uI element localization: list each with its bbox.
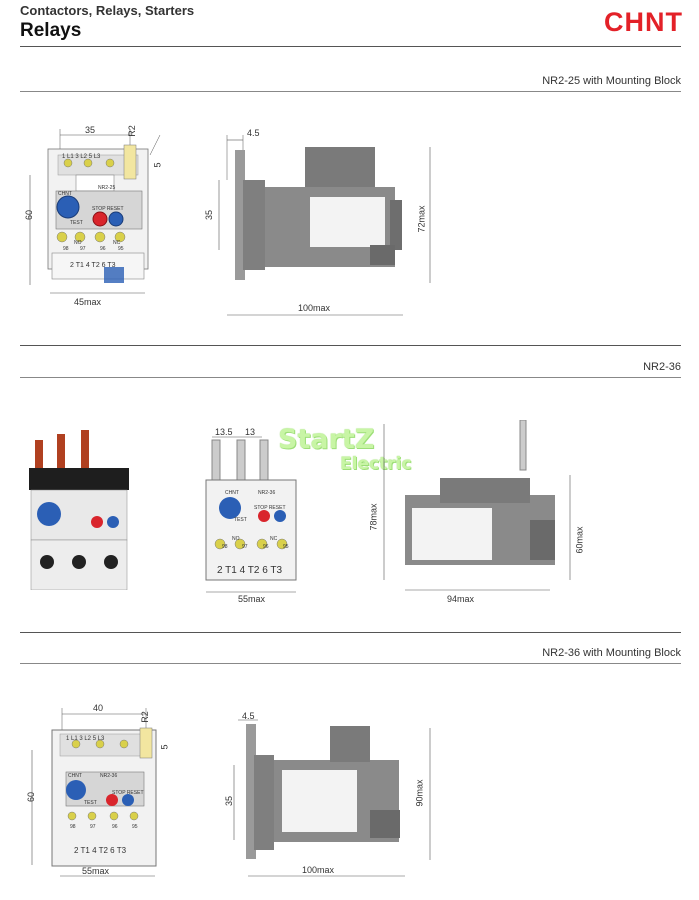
brand-logo: CHNT bbox=[604, 7, 683, 37]
dim-side-gap: 4.5 bbox=[247, 128, 260, 138]
watermark-line1: StartZ bbox=[278, 424, 375, 455]
terminal-97: 97 bbox=[242, 544, 248, 550]
section-divider bbox=[20, 377, 681, 378]
stop-reset-label: STOP RESET bbox=[112, 790, 144, 796]
stop-reset-label: STOP RESET bbox=[92, 206, 124, 212]
dim-width-top: 35 bbox=[85, 125, 96, 135]
header-divider bbox=[20, 46, 681, 47]
section-label-nr2-36: NR2-36 bbox=[643, 361, 681, 373]
stop-reset-label: STOP RESET bbox=[254, 505, 286, 511]
terminal-96: 96 bbox=[112, 824, 118, 830]
dim-side-max-height: 72max bbox=[416, 205, 427, 233]
terminal-97: 97 bbox=[80, 246, 86, 252]
dim-side-height: 35 bbox=[224, 795, 235, 807]
dim-offset: 5 bbox=[159, 744, 170, 750]
dim-side-width: 100max bbox=[298, 303, 331, 313]
nr2-25-front-drawing bbox=[29, 129, 161, 294]
dim-width-top: 40 bbox=[93, 703, 104, 713]
dim-width-bottom: 55max bbox=[82, 866, 110, 876]
terminal-96: 96 bbox=[100, 246, 106, 252]
relay-brand-label: CHNT bbox=[58, 191, 72, 197]
relay-brand-label: CHNT bbox=[68, 773, 82, 779]
test-label: TEST bbox=[84, 800, 97, 806]
dim-side-width: 94max bbox=[447, 594, 475, 604]
terminal-95: 95 bbox=[283, 544, 289, 550]
dim-width-front: 55max bbox=[238, 594, 266, 604]
dim-side-width: 100max bbox=[302, 865, 335, 875]
dim-radius: R2 bbox=[126, 125, 137, 137]
nc-label: NC bbox=[270, 536, 278, 542]
section-divider bbox=[20, 663, 681, 664]
terminal-97: 97 bbox=[90, 824, 96, 830]
section-divider bbox=[20, 91, 681, 92]
bottom-terminals-label: 2 T1 4 T2 6 T3 bbox=[217, 565, 283, 576]
dim-height-left: 60 bbox=[26, 791, 37, 803]
dim-side-gap: 4.5 bbox=[242, 711, 255, 721]
top-terminals-label: 1 L1 3 L2 5 L3 bbox=[66, 736, 105, 742]
terminal-98: 98 bbox=[70, 824, 76, 830]
test-label: TEST bbox=[70, 220, 83, 226]
no-label: NO bbox=[74, 240, 82, 246]
bottom-terminals-label: 2 T1 4 T2 6 T3 bbox=[74, 846, 127, 855]
relay-model-label: NR2-36 bbox=[258, 490, 276, 496]
page-title: Relays bbox=[20, 20, 82, 41]
dim-height-left: 60 bbox=[24, 209, 35, 221]
section-divider bbox=[20, 632, 681, 633]
nr2-25-side-drawing bbox=[218, 135, 431, 316]
relay-model-label: NR2-36 bbox=[100, 773, 118, 779]
bottom-terminals-label: 2 T1 4 T2 6 T3 bbox=[70, 262, 116, 269]
dim-width-bottom: 45max bbox=[74, 297, 102, 307]
terminal-96: 96 bbox=[263, 544, 269, 550]
dim-gap2: 13 bbox=[245, 427, 256, 437]
category-label: Contactors, Relays, Starters bbox=[20, 3, 195, 18]
dim-gap1: 13.5 bbox=[215, 427, 233, 437]
dim-side-max-height: 90max bbox=[414, 779, 425, 807]
nr2-36-block-front-drawing bbox=[31, 708, 157, 877]
dim-side-height: 35 bbox=[204, 209, 215, 221]
dim-height-side: 78max bbox=[368, 503, 379, 531]
nr2-36-front-drawing bbox=[205, 436, 297, 593]
section-label-nr2-25-block: NR2-25 with Mounting Block bbox=[542, 75, 681, 87]
section-label-nr2-36-block: NR2-36 with Mounting Block bbox=[542, 647, 681, 659]
section-divider bbox=[20, 345, 681, 346]
terminal-98: 98 bbox=[63, 246, 69, 252]
relay-model-label: NR2-25 bbox=[98, 185, 116, 191]
relay-brand-label: CHNT bbox=[225, 490, 239, 496]
no-label: NO bbox=[232, 536, 240, 542]
terminal-95: 95 bbox=[132, 824, 138, 830]
test-label: TEST bbox=[234, 517, 247, 523]
nc-label: NC bbox=[113, 240, 121, 246]
nr2-36-side-drawing bbox=[383, 420, 571, 591]
nr2-36-product-photo bbox=[29, 430, 129, 590]
dim-radius: R2 bbox=[139, 711, 150, 723]
watermark-line2: Electric bbox=[340, 454, 412, 474]
terminal-98: 98 bbox=[222, 544, 228, 550]
top-terminals-label: 1 L1 3 L2 5 L3 bbox=[62, 154, 101, 160]
terminal-95: 95 bbox=[118, 246, 124, 252]
nr2-36-block-side-drawing bbox=[233, 719, 431, 877]
dim-offset: 5 bbox=[152, 162, 163, 168]
dim-side-right: 60max bbox=[574, 526, 585, 554]
